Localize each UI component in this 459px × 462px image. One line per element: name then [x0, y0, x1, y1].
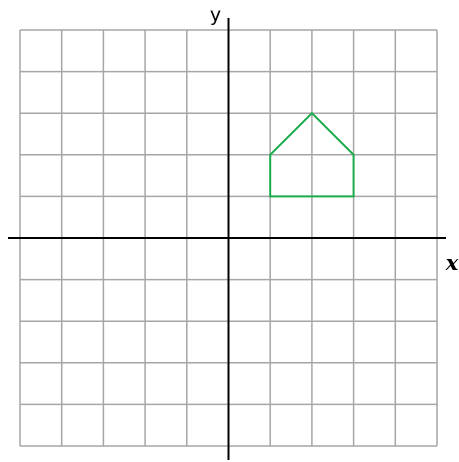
y-axis-label: y: [210, 4, 221, 26]
x-axis-label: x: [445, 250, 459, 275]
pentagon-shape: [269, 111, 355, 198]
axes: [8, 18, 446, 460]
